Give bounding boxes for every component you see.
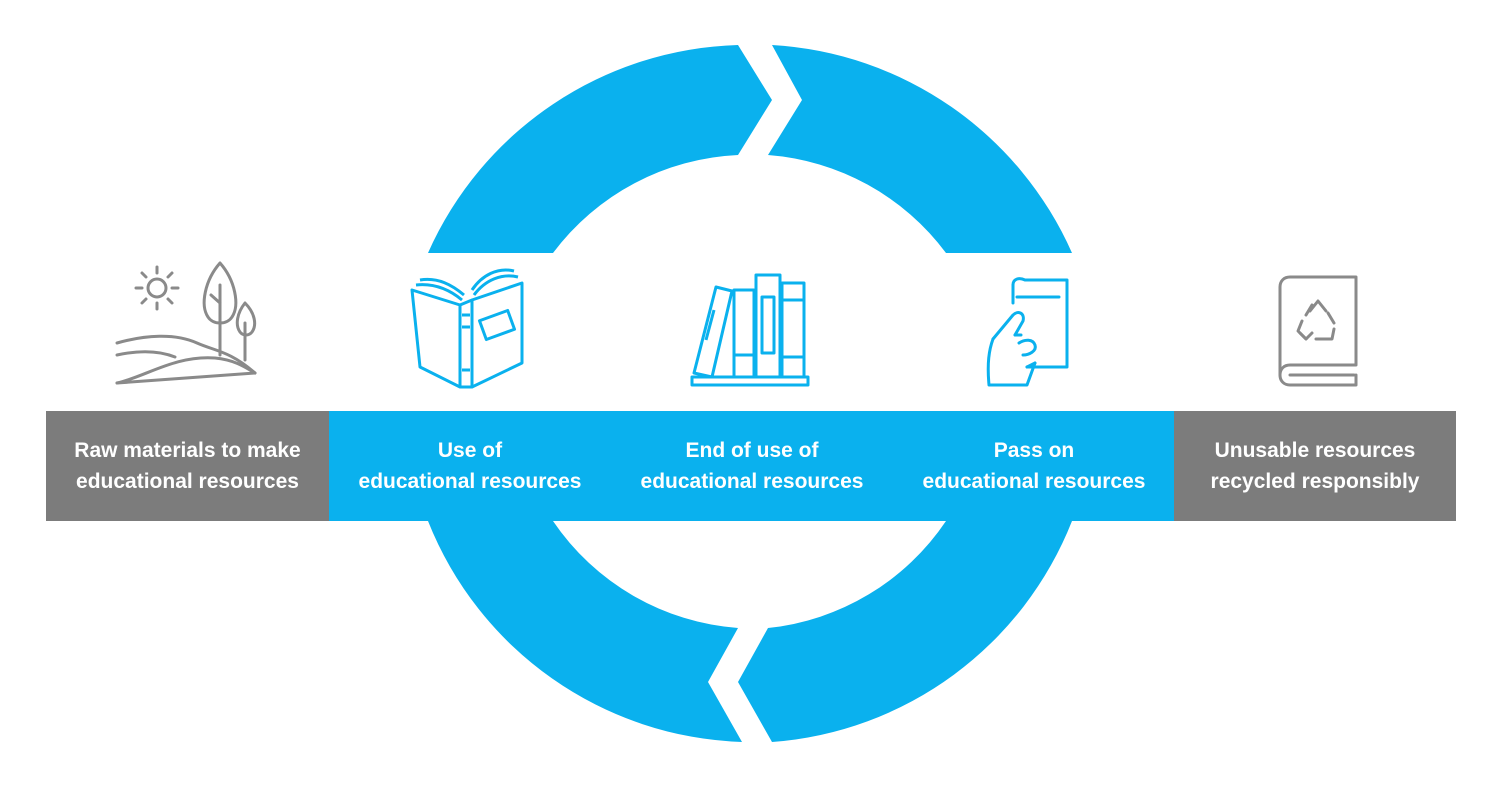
stage-2-label: Use of educational resources	[358, 439, 582, 493]
books-on-shelf-icon	[690, 273, 810, 387]
stage-3-icon-wrap	[672, 255, 832, 395]
stage-4-label: Pass on educational resources	[922, 439, 1146, 493]
stage-3-band: End of use of educational resources	[611, 411, 893, 521]
stage-5-icon-wrap	[1236, 255, 1396, 395]
cycle-arrow-bottom-right	[738, 521, 1072, 742]
cycle-arrow-right-top	[768, 45, 1072, 253]
stage-1-band: Raw materials to make educational resour…	[46, 411, 329, 521]
stage-1-label: Raw materials to make educational resour…	[74, 439, 301, 493]
stage-3-label: End of use of educational resources	[640, 439, 864, 493]
stage-2-band: Use of educational resources	[329, 411, 611, 521]
open-book-icon	[410, 268, 524, 389]
cycle-arrow-bottom-left	[428, 521, 742, 742]
landscape-trees-sun-icon	[115, 261, 257, 385]
stage-1-icon-wrap	[105, 255, 265, 395]
recycle-book-icon	[1278, 275, 1358, 387]
stage-5-label: Unusable resources recycled responsibly	[1210, 439, 1420, 493]
stage-4-band: Pass on educational resources	[893, 411, 1175, 521]
stage-2-icon-wrap	[390, 255, 550, 395]
cycle-arrow-top	[428, 45, 772, 253]
cycle-band	[329, 411, 1174, 521]
stage-4-icon-wrap	[955, 255, 1115, 395]
stage-5-band: Unusable resources recycled responsibly	[1174, 411, 1456, 521]
hand-holding-book-icon	[986, 277, 1069, 387]
